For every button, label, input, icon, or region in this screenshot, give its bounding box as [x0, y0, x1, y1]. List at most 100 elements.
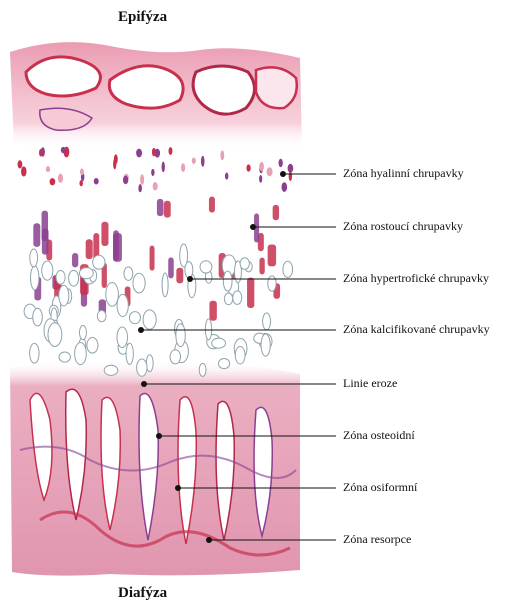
hypertrophic-chondrocyte: [218, 359, 229, 369]
hypertrophic-chondrocyte: [48, 323, 62, 347]
hypertrophic-chondrocyte: [205, 319, 211, 340]
hypertrophic-chondrocyte: [223, 271, 232, 291]
leader-dot-hyalinni: [280, 171, 286, 177]
hypertrophic-chondrocyte: [124, 267, 133, 281]
zone-label-hypertroficke: Zóna hypertrofické chrupavky: [343, 271, 489, 286]
hypertrophic-chondrocyte: [104, 365, 118, 375]
leader-dot-resorpce: [206, 537, 212, 543]
hypertrophic-chondrocyte: [240, 258, 249, 270]
resting-chondrocyte: [181, 163, 185, 172]
resting-chondrocyte: [289, 172, 292, 181]
zone-label-hyalinni: Zóna hyalinní chrupavky: [343, 166, 464, 181]
hypertrophic-chondrocyte: [59, 352, 70, 362]
hypertrophic-chondrocyte: [200, 261, 212, 273]
resting-chondrocyte: [246, 164, 250, 171]
hypertrophic-chondrocyte: [162, 273, 168, 297]
resting-chondrocyte: [123, 176, 128, 185]
proliferating-chondrocyte-column: [101, 222, 108, 246]
resting-chondrocyte: [259, 162, 263, 172]
hypertrophic-chondrocyte: [176, 324, 185, 347]
hypertrophic-chondrocyte: [106, 282, 119, 306]
zone-label-rostouci: Zóna rostoucí chrupavky: [343, 219, 463, 234]
hypertrophic-chondrocyte: [69, 270, 79, 286]
resting-chondrocyte: [162, 162, 165, 172]
resting-chondrocyte: [79, 180, 83, 186]
resting-chondrocyte: [39, 149, 43, 157]
zone-label-osteoidni: Zóna osteoidní: [343, 428, 415, 443]
resting-chondrocyte: [21, 166, 26, 176]
resting-chondrocyte: [288, 164, 294, 173]
hypertrophic-chondrocyte: [143, 310, 156, 329]
resting-chondrocyte: [138, 184, 142, 192]
hypertrophic-chondrocyte: [30, 249, 38, 267]
hypertrophic-chondrocyte: [268, 276, 276, 291]
resting-chondrocyte: [192, 158, 196, 164]
hypertrophic-chondrocyte: [224, 293, 232, 305]
resting-chondrocyte: [267, 167, 273, 176]
resting-chondrocyte: [152, 148, 156, 156]
resting-chondrocyte: [94, 178, 99, 184]
hypertrophic-chondrocyte: [180, 244, 188, 267]
hypertrophic-chondrocyte: [79, 268, 93, 279]
hypertrophic-chondrocyte: [75, 342, 87, 364]
resting-chondrocyte: [201, 156, 205, 167]
hypertrophic-chondrocyte: [199, 363, 206, 376]
leader-dot-osiformni: [175, 485, 181, 491]
hypertrophic-chondrocyte: [117, 294, 128, 316]
hypertrophic-chondrocyte: [33, 308, 43, 326]
hypertrophic-chondrocyte: [233, 291, 242, 304]
proliferating-chondrocyte-column: [113, 233, 122, 262]
hypertrophic-chondrocyte: [235, 346, 245, 363]
resting-chondrocyte: [46, 166, 50, 172]
cartilage-region: [18, 147, 294, 377]
resting-chondrocyte: [169, 147, 173, 155]
proliferating-chondrocyte-column: [273, 205, 279, 220]
resting-chondrocyte: [140, 174, 144, 185]
zone-label-resorpce: Zóna resorpce: [343, 532, 411, 547]
leader-dot-eroze: [141, 381, 147, 387]
hypertrophic-chondrocyte: [212, 338, 226, 348]
resting-chondrocyte: [220, 150, 224, 160]
resting-chondrocyte: [136, 149, 142, 158]
resting-chondrocyte: [282, 182, 288, 192]
resting-chondrocyte: [58, 174, 63, 183]
proliferating-chondrocyte-column: [164, 201, 171, 218]
proliferating-chondrocyte-column: [157, 199, 164, 216]
proliferating-chondrocyte-column: [33, 223, 40, 247]
resting-chondrocyte: [50, 178, 56, 185]
resting-chondrocyte: [114, 154, 118, 164]
hypertrophic-chondrocyte: [87, 338, 98, 354]
hypertrophic-chondrocyte: [261, 334, 270, 356]
proliferating-chondrocyte-column: [176, 268, 183, 284]
resting-chondrocyte: [259, 175, 262, 183]
proliferating-chondrocyte-column: [209, 301, 216, 321]
leader-dot-hypertroficke: [187, 276, 193, 282]
proliferating-chondrocyte-column: [168, 257, 173, 278]
hypertrophic-chondrocyte: [59, 285, 69, 306]
proliferating-chondrocyte-column: [209, 196, 215, 212]
hypertrophic-chondrocyte: [79, 325, 86, 339]
proliferating-chondrocyte-column: [42, 229, 49, 255]
resting-chondrocyte: [153, 182, 158, 190]
proliferating-chondrocyte-column: [150, 245, 155, 270]
diaphysis-region: [10, 360, 300, 576]
zone-label-osiformni: Zóna osiformní: [343, 480, 417, 495]
zone-label-kalcifikovane: Zóna kalcifikované chrupavky: [343, 322, 490, 337]
proliferating-chondrocyte-column: [86, 239, 93, 259]
hypertrophic-chondrocyte: [170, 350, 180, 364]
hypertrophic-chondrocyte: [126, 343, 133, 364]
zone-label-eroze: Linie eroze: [343, 376, 397, 391]
hypertrophic-chondrocyte: [137, 359, 147, 376]
proliferating-chondrocyte-column: [259, 258, 264, 275]
hypertrophic-chondrocyte: [56, 271, 65, 285]
resting-chondrocyte: [225, 173, 228, 180]
hypertrophic-chondrocyte: [93, 255, 105, 269]
leader-dot-kalcifikovane: [138, 327, 144, 333]
hypertrophic-chondrocyte: [129, 312, 140, 324]
proliferating-chondrocyte-column: [268, 244, 276, 266]
resting-chondrocyte: [18, 160, 23, 168]
hypertrophic-chondrocyte: [283, 261, 293, 277]
epiphysis-region: [10, 42, 302, 149]
hypertrophic-chondrocyte: [97, 310, 106, 321]
proliferating-chondrocyte-column: [247, 278, 254, 308]
